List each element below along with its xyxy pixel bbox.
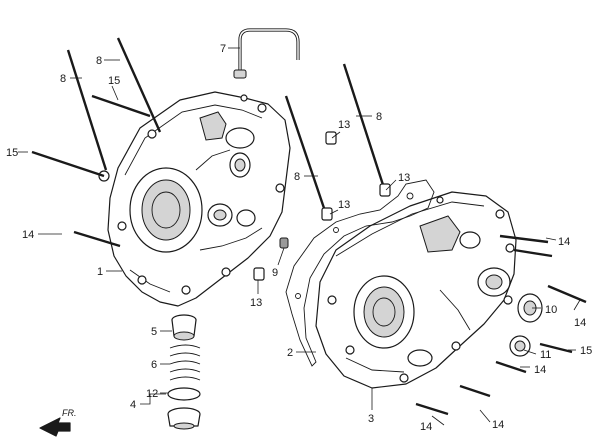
callout-8-center: 8	[294, 171, 300, 183]
dowel-pins	[253, 131, 391, 281]
callout-5: 5	[151, 326, 157, 338]
callout-8-left-upper: 8	[96, 55, 102, 67]
callout-8-left-lower: 8	[60, 73, 66, 85]
left-crankcase	[98, 91, 291, 307]
stud-bolts	[66, 37, 386, 215]
callout-12: 12	[146, 388, 158, 400]
callout-13-upper: 13	[338, 119, 350, 131]
callout-11: 11	[540, 349, 551, 361]
callout-13-right: 13	[398, 172, 410, 184]
callout-15-right: 15	[580, 345, 592, 357]
callout-4: 4	[130, 399, 136, 411]
callout-10: 10	[545, 304, 557, 316]
callout-14-right-upper: 14	[558, 236, 570, 248]
callout-2: 2	[287, 347, 293, 359]
callout-7: 7	[220, 43, 226, 55]
callout-15-left: 15	[6, 147, 18, 159]
callout-3: 3	[368, 413, 374, 425]
gasket	[285, 179, 435, 367]
front-direction-label: FR.	[62, 408, 77, 418]
callout-labels: 1 2 3 4 5 6 7 8 8 8 8 9 10 11 12 13 13 1…	[6, 43, 592, 433]
leader-lines	[18, 47, 581, 426]
right-crankcase	[315, 191, 517, 389]
case-bolts	[31, 94, 587, 416]
callout-14-bottom: 14	[420, 421, 432, 433]
callout-14-left: 14	[22, 229, 34, 241]
oil-filter-assembly	[167, 314, 201, 430]
breather-tube	[233, 28, 300, 79]
callout-13-lower: 13	[250, 297, 262, 309]
callout-6: 6	[151, 359, 157, 371]
front-direction-arrow: FR.	[39, 408, 77, 437]
callout-8-right: 8	[376, 111, 382, 123]
plug	[279, 237, 289, 249]
callout-14-right-middle: 14	[574, 317, 586, 329]
callout-1: 1	[97, 266, 103, 278]
callout-15-upper: 15	[108, 75, 120, 87]
callout-14-bottom-right: 14	[492, 419, 504, 431]
callout-9: 9	[272, 267, 278, 279]
callout-14-right-lower: 14	[534, 364, 546, 376]
oil-seals	[509, 293, 543, 357]
callout-13-middle: 13	[338, 199, 350, 211]
